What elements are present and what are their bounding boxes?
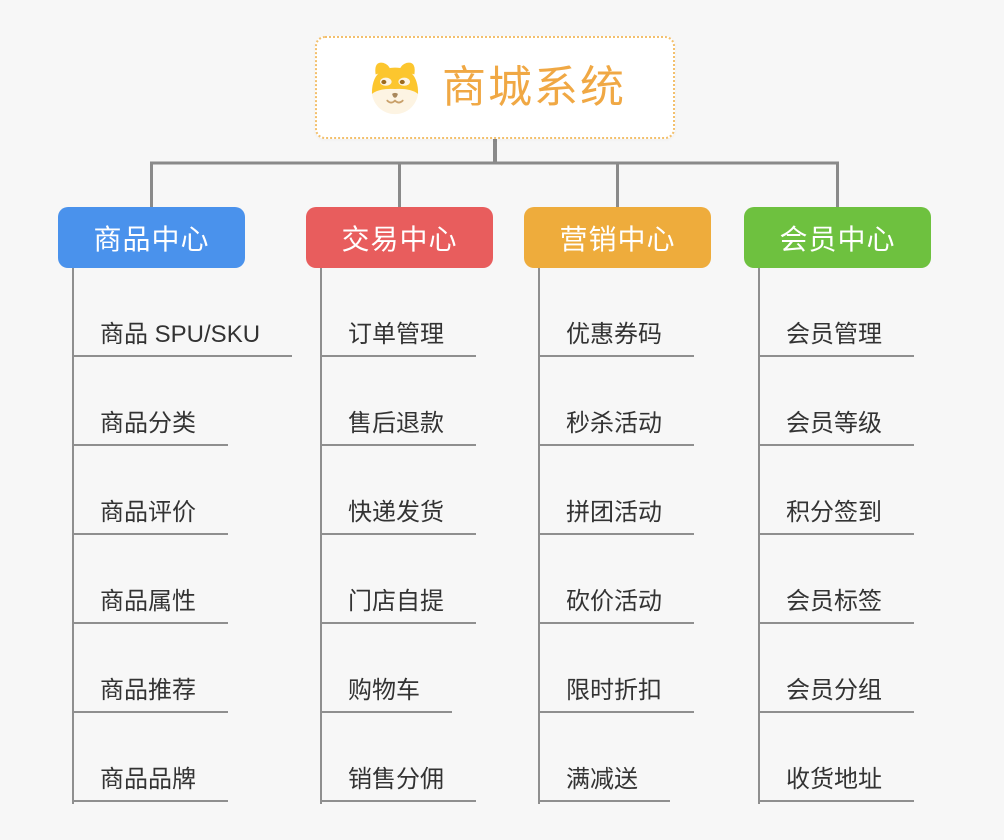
topic-item[interactable]: 商品分类 bbox=[72, 410, 228, 446]
item-row: 收货地址 bbox=[744, 713, 931, 802]
item-row: 砍价活动 bbox=[524, 535, 711, 624]
branch-label: 交易中心 bbox=[341, 223, 458, 255]
branch: 会员中心 会员管理会员等级积分签到会员标签会员分组收货地址 bbox=[744, 207, 931, 804]
branch: 商品中心 商品 SPU/SKU 商品分类商品评价商品属性商品推荐商品品牌 bbox=[58, 207, 293, 804]
shiba-dog-icon bbox=[371, 62, 419, 114]
item-row: 积分签到 bbox=[744, 446, 931, 535]
item-row: 会员管理 bbox=[744, 268, 931, 357]
branch-label: 营销中心 bbox=[559, 223, 676, 255]
item-row: 满减送 bbox=[524, 713, 711, 802]
item-row: 秒杀活动 bbox=[524, 357, 711, 446]
branch-label: 商品中心 bbox=[93, 223, 210, 255]
topic-item[interactable]: 快递发货 bbox=[320, 499, 476, 535]
topic-item[interactable]: 秒杀活动 bbox=[538, 410, 694, 446]
connector-vertical-line bbox=[320, 268, 322, 804]
connector-vertical-line bbox=[538, 268, 540, 804]
branch-header-4[interactable]: 会员中心 bbox=[744, 207, 931, 268]
topic-item[interactable]: 订单管理 bbox=[320, 321, 476, 357]
item-row: 商品评价 bbox=[58, 446, 245, 535]
topic-item[interactable]: 会员分组 bbox=[758, 677, 914, 713]
branch: 交易中心 订单管理售后退款快递发货门店自提购物车销售分佣 bbox=[306, 207, 493, 804]
topic-item[interactable]: 会员管理 bbox=[758, 321, 914, 357]
item-row: 商品属性 bbox=[58, 535, 245, 624]
item-row: 限时折扣 bbox=[524, 624, 711, 713]
topic-item[interactable]: 商品推荐 bbox=[72, 677, 228, 713]
topic-item[interactable]: 限时折扣 bbox=[538, 677, 694, 713]
topic-item[interactable]: 门店自提 bbox=[320, 588, 476, 624]
branch-label: 会员中心 bbox=[779, 223, 896, 255]
topic-item[interactable]: 销售分佣 bbox=[320, 766, 476, 802]
root-node[interactable]: 商城系统 bbox=[315, 36, 675, 139]
branch-items: 商品 SPU/SKU 商品分类商品评价商品属性商品推荐商品品牌 bbox=[58, 268, 293, 804]
topic-item[interactable]: 会员等级 bbox=[758, 410, 914, 446]
branch-header-3[interactable]: 营销中心 bbox=[524, 207, 711, 268]
topic-item[interactable]: 积分签到 bbox=[758, 499, 914, 535]
topic-item[interactable]: 商品评价 bbox=[72, 499, 228, 535]
topic-item[interactable]: 售后退款 bbox=[320, 410, 476, 446]
item-row: 购物车 bbox=[306, 624, 493, 713]
topic-item[interactable]: 会员标签 bbox=[758, 588, 914, 624]
topic-item[interactable]: 收货地址 bbox=[758, 766, 914, 802]
root-title: 商城系统 bbox=[442, 62, 626, 112]
topic-item[interactable]: 商品 SPU/SKU bbox=[72, 321, 293, 357]
item-row: 优惠券码 bbox=[524, 268, 711, 357]
item-row: 订单管理 bbox=[306, 268, 493, 357]
topic-item[interactable]: 满减送 bbox=[538, 766, 670, 802]
topic-item[interactable]: 商品属性 bbox=[72, 588, 228, 624]
item-row: 售后退款 bbox=[306, 357, 493, 446]
topic-item[interactable]: 购物车 bbox=[320, 677, 452, 713]
item-row: 会员等级 bbox=[744, 357, 931, 446]
item-row: 会员标签 bbox=[744, 535, 931, 624]
topic-item[interactable]: 拼团活动 bbox=[538, 499, 694, 535]
item-row: 商品分类 bbox=[58, 357, 245, 446]
branch-items: 会员管理会员等级积分签到会员标签会员分组收货地址 bbox=[744, 268, 931, 804]
branch-items: 优惠券码秒杀活动拼团活动砍价活动限时折扣满减送 bbox=[524, 268, 711, 804]
item-row: 快递发货 bbox=[306, 446, 493, 535]
item-row: 门店自提 bbox=[306, 535, 493, 624]
item-row: 商品推荐 bbox=[58, 624, 245, 713]
topic-item[interactable]: 商品品牌 bbox=[72, 766, 228, 802]
connector-vertical-line bbox=[758, 268, 760, 804]
branch-header-1[interactable]: 商品中心 bbox=[58, 207, 245, 268]
item-row: 商品 SPU/SKU bbox=[58, 268, 293, 357]
branch: 营销中心 优惠券码秒杀活动拼团活动砍价活动限时折扣满减送 bbox=[524, 207, 711, 804]
topic-item[interactable]: 砍价活动 bbox=[538, 588, 694, 624]
branch-items: 订单管理售后退款快递发货门店自提购物车销售分佣 bbox=[306, 268, 493, 804]
connector-vertical-line bbox=[72, 268, 74, 804]
item-row: 销售分佣 bbox=[306, 713, 493, 802]
item-row: 会员分组 bbox=[744, 624, 931, 713]
item-row: 商品品牌 bbox=[58, 713, 245, 802]
topic-item[interactable]: 优惠券码 bbox=[538, 321, 694, 357]
item-row: 拼团活动 bbox=[524, 446, 711, 535]
branch-header-2[interactable]: 交易中心 bbox=[306, 207, 493, 268]
